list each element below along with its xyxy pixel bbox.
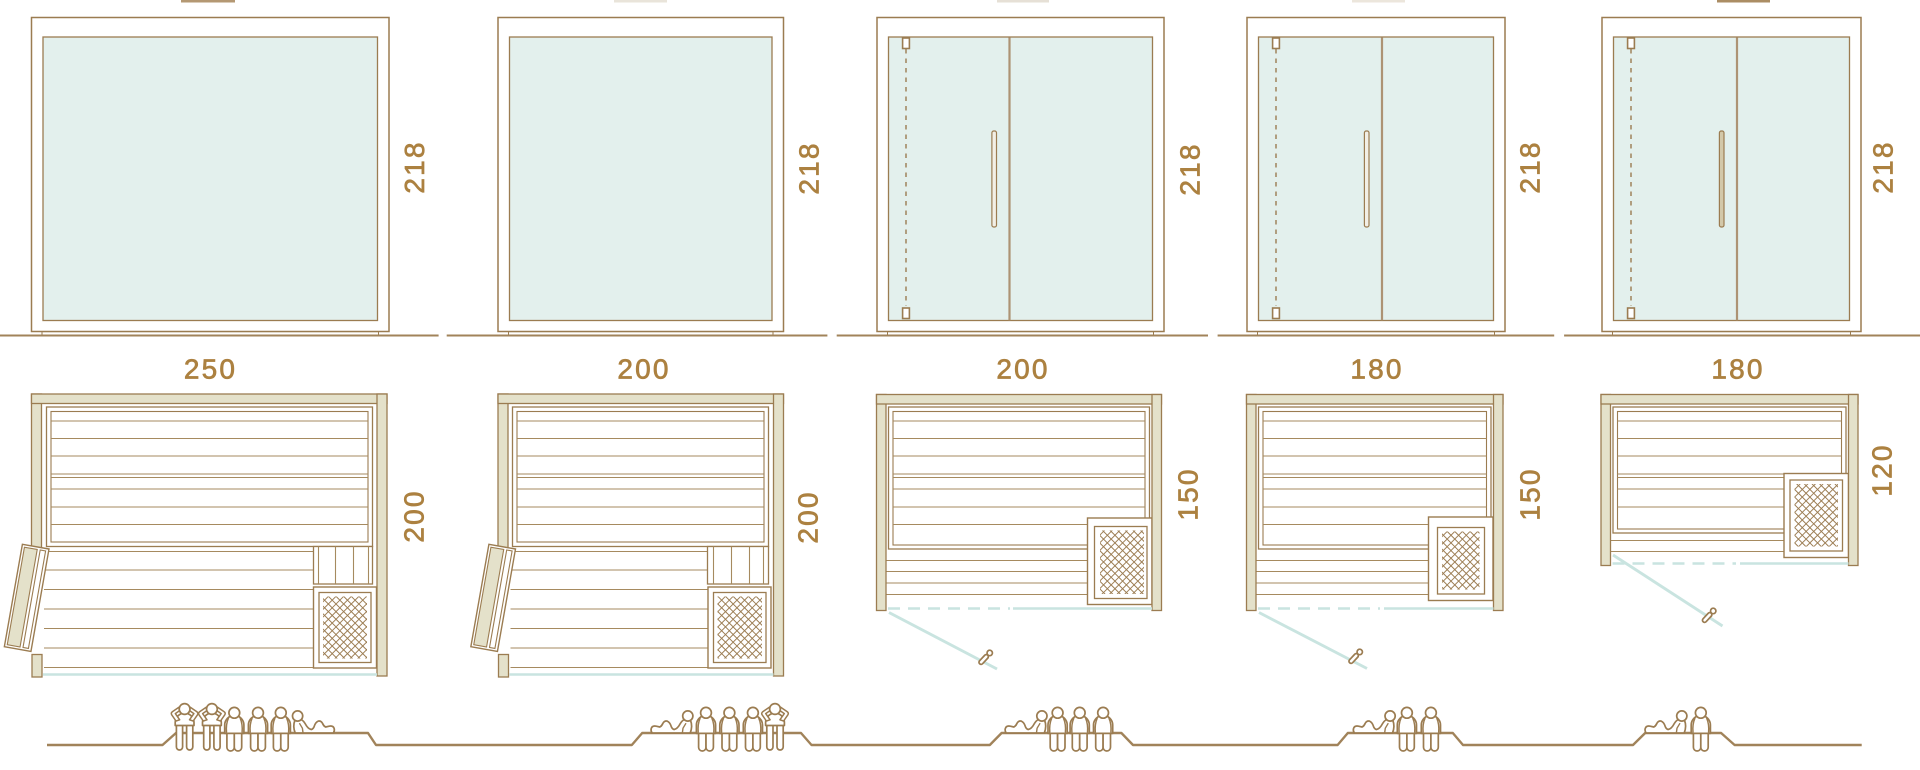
svg-text:200: 200 <box>996 353 1049 384</box>
svg-text:180: 180 <box>1350 353 1403 384</box>
svg-text:150: 150 <box>1172 467 1203 520</box>
svg-text:200: 200 <box>617 353 670 384</box>
svg-text:150: 150 <box>1514 467 1545 520</box>
svg-text:180: 180 <box>1711 353 1764 384</box>
svg-text:250: 250 <box>184 353 237 384</box>
svg-text:218: 218 <box>1174 142 1205 195</box>
svg-text:120: 120 <box>1866 443 1897 496</box>
svg-text:218: 218 <box>793 141 824 194</box>
svg-text:218: 218 <box>1867 140 1898 193</box>
svg-text:218: 218 <box>1514 140 1545 193</box>
svg-text:218: 218 <box>399 140 430 193</box>
svg-text:200: 200 <box>398 489 429 542</box>
svg-text:200: 200 <box>792 490 823 543</box>
